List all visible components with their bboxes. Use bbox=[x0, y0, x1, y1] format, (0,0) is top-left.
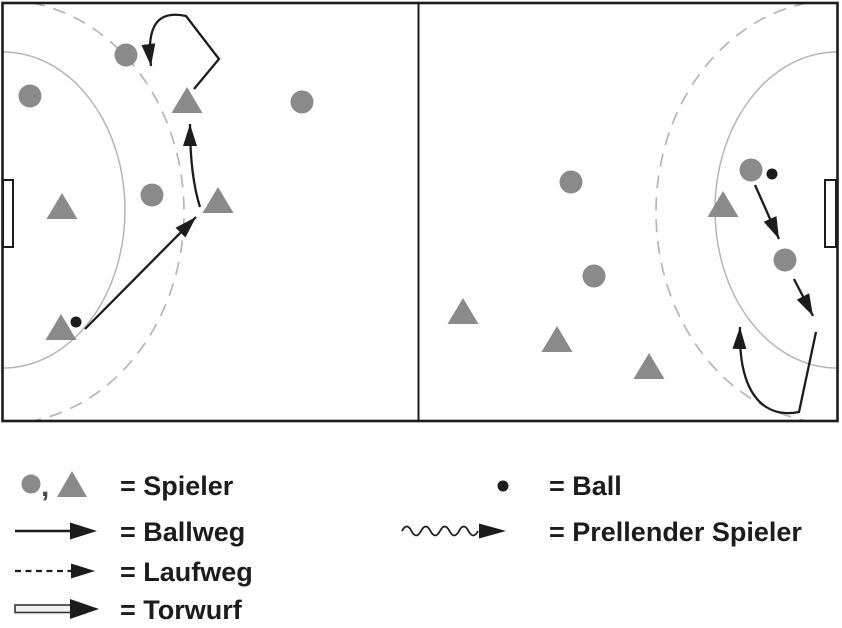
ball bbox=[766, 168, 778, 180]
player-triangle bbox=[541, 326, 573, 352]
legend-row-torwurf: = Torwurf bbox=[14, 595, 243, 625]
ballweg-pass-left-2 bbox=[183, 123, 202, 208]
legend: , = Spieler = Ballweg = Laufweg bbox=[14, 470, 802, 625]
player-triangle-icon bbox=[57, 471, 87, 497]
ballweg-pass-right-2 bbox=[792, 278, 815, 317]
legend-label-prellender-spieler: = Prellender Spieler bbox=[549, 517, 802, 547]
ballweg-pass-left-1 bbox=[84, 216, 197, 330]
legend-label-laufweg: = Laufweg bbox=[120, 557, 253, 587]
legend-label-torwurf: = Torwurf bbox=[120, 595, 243, 625]
goal-left bbox=[2, 179, 14, 248]
goal-right bbox=[824, 179, 837, 248]
player-circle bbox=[140, 183, 164, 207]
dashed-arrow-icon bbox=[15, 563, 95, 579]
player-circle bbox=[290, 90, 314, 114]
ballweg-pass-right-1 bbox=[753, 184, 781, 240]
court-outline bbox=[1, 1, 839, 423]
hollow-arrow-icon bbox=[14, 599, 99, 619]
player-circle bbox=[582, 264, 606, 288]
player-triangle bbox=[46, 193, 78, 219]
court-diagram bbox=[1, 1, 839, 423]
player-triangle bbox=[202, 187, 234, 213]
court-frame bbox=[1, 1, 839, 423]
legend-row-spieler: , = Spieler bbox=[21, 470, 234, 503]
player-triangle bbox=[171, 87, 203, 113]
legend-row-ball: = Ball bbox=[497, 471, 622, 501]
balls bbox=[70, 168, 778, 328]
player-triangle bbox=[633, 353, 665, 379]
solid-arrow-icon bbox=[15, 522, 97, 540]
ball bbox=[70, 316, 82, 328]
legend-row-prellender-spieler: = Prellender Spieler bbox=[401, 517, 802, 547]
player-triangle bbox=[707, 191, 739, 217]
player-circle bbox=[739, 158, 763, 182]
player-circle bbox=[773, 248, 797, 272]
movement-arrows bbox=[84, 13, 818, 415]
players bbox=[18, 43, 797, 379]
legend-row-laufweg: = Laufweg bbox=[15, 557, 253, 587]
goal-area-line-left bbox=[2, 51, 126, 369]
free-throw-line-right bbox=[655, 2, 808, 422]
legend-label-ballweg: = Ballweg bbox=[120, 517, 245, 547]
legend-separator: , bbox=[41, 470, 49, 503]
player-triangle bbox=[447, 298, 479, 324]
player-circle bbox=[18, 84, 42, 108]
player-circle-icon bbox=[21, 474, 41, 494]
player-circle bbox=[114, 43, 138, 67]
legend-label-ball: = Ball bbox=[549, 471, 622, 501]
player-hook-right bbox=[732, 326, 818, 415]
ball-dot-icon bbox=[497, 480, 509, 492]
player-triangle bbox=[45, 314, 77, 340]
player-hook-left bbox=[141, 13, 221, 90]
wavy-arrow-icon bbox=[401, 523, 506, 539]
legend-row-ballweg: = Ballweg bbox=[15, 517, 245, 547]
goals bbox=[2, 179, 837, 248]
legend-label-spieler: = Spieler bbox=[120, 471, 234, 501]
player-circle bbox=[559, 170, 583, 194]
